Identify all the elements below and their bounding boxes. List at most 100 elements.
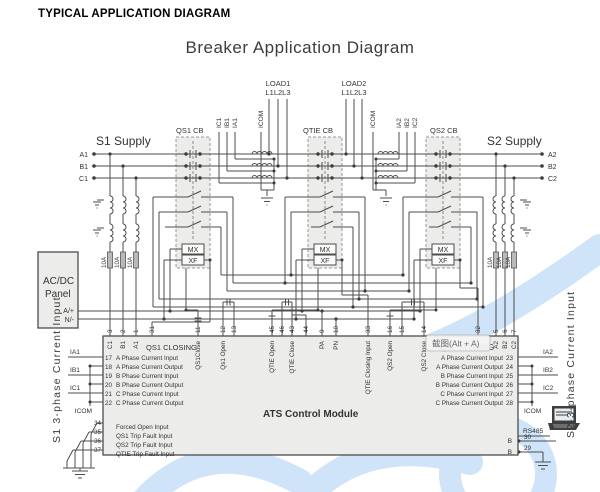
acdc-panel: AC/DC Panel A/+ N/- bbox=[37, 251, 79, 329]
svg-text:B Phase Current Output: B Phase Current Output bbox=[436, 382, 503, 389]
acdc-panel-line1: AC/DC bbox=[43, 276, 74, 287]
load2-name: LOAD2 bbox=[342, 79, 367, 88]
s2-supply-label: S2 Supply bbox=[487, 134, 542, 148]
qs2-mx-label: MX bbox=[438, 247, 449, 254]
load1-name: LOAD1 bbox=[266, 79, 291, 88]
svg-text:11: 11 bbox=[195, 326, 202, 333]
ext-icom-left-label: ICOM bbox=[75, 408, 92, 415]
ct-icom-right-label: ICOM bbox=[370, 111, 377, 128]
svg-text:B Phase Current Input: B Phase Current Input bbox=[116, 373, 179, 380]
svg-text:QTIE Open: QTIE Open bbox=[269, 341, 276, 373]
s2-phase-a-label: A2 bbox=[548, 152, 557, 159]
svg-text:B Phase Current Output: B Phase Current Output bbox=[116, 382, 183, 389]
svg-text:28: 28 bbox=[506, 400, 514, 407]
ct-left: IC1 IB1 IA1 ICOM bbox=[216, 111, 276, 206]
fuse-rating: 10A bbox=[114, 256, 121, 268]
svg-text:2: 2 bbox=[120, 329, 127, 333]
ct-ia2-label: IA2 bbox=[396, 118, 403, 128]
svg-text:QS1Close: QS1Close bbox=[195, 341, 202, 370]
svg-text:33: 33 bbox=[365, 325, 372, 333]
breaker-qtie-label: QTIE CB bbox=[303, 126, 333, 135]
ext-ia1-label: IA1 bbox=[70, 349, 80, 356]
svg-text:C2: C2 bbox=[511, 341, 518, 350]
ct-ia1-label: IA1 bbox=[232, 118, 239, 128]
svg-text:C Phase Current Input: C Phase Current Input bbox=[440, 391, 503, 398]
svg-text:C Phase Current Output: C Phase Current Output bbox=[435, 400, 503, 407]
svg-text:B1: B1 bbox=[120, 341, 127, 349]
terminal-29-number: 29 bbox=[524, 445, 532, 452]
svg-text:QTIE Trip Fault Input: QTIE Trip Fault Input bbox=[116, 451, 175, 458]
header: TYPICAL APPLICATION DIAGRAM Breaker Appl… bbox=[38, 8, 414, 57]
svg-text:C Phase Current Input: C Phase Current Input bbox=[116, 391, 179, 398]
svg-text:24: 24 bbox=[506, 364, 514, 371]
svg-text:16: 16 bbox=[387, 325, 394, 333]
svg-text:14: 14 bbox=[421, 325, 428, 333]
ats-module: ATS Control Module QS1 CLOSING QS2 CLOSI… bbox=[94, 325, 519, 458]
fuse-rating: 10A bbox=[101, 256, 108, 268]
ext-left-wiring: IA1 IB1 IC1 ICOM bbox=[63, 349, 103, 479]
svg-text:QTIE Close: QTIE Close bbox=[289, 341, 296, 374]
svg-text:6: 6 bbox=[502, 329, 509, 333]
svg-text:B: B bbox=[508, 438, 513, 445]
load1-lines: L1L2L3 bbox=[265, 88, 290, 97]
ext-icom-right-label: ICOM bbox=[524, 408, 541, 415]
svg-text:32: 32 bbox=[475, 325, 482, 333]
svg-text:27: 27 bbox=[506, 391, 514, 398]
svg-text:QS1 Trip Fault Input: QS1 Trip Fault Input bbox=[116, 433, 173, 440]
svg-text:B: B bbox=[508, 449, 513, 456]
svg-text:QS2 Trip Fault Input: QS2 Trip Fault Input bbox=[116, 442, 173, 449]
svg-text:19: 19 bbox=[105, 373, 113, 380]
ext-ic2-label: IC2 bbox=[543, 385, 554, 392]
ext-ib1-label: IB1 bbox=[70, 367, 80, 374]
svg-text:A1: A1 bbox=[133, 341, 140, 349]
fuse-rating: 10A bbox=[127, 256, 134, 268]
laptop-icon bbox=[548, 406, 580, 430]
svg-text:QS2 Open: QS2 Open bbox=[387, 341, 394, 371]
svg-text:46: 46 bbox=[279, 325, 286, 333]
s1-supply-label: S1 Supply bbox=[96, 134, 151, 148]
load2-lines: L1L2L3 bbox=[341, 88, 366, 97]
svg-text:QTIE Closing Input: QTIE Closing Input bbox=[365, 341, 372, 394]
ats-comm-terminals: B B bbox=[508, 438, 513, 456]
loads: LOAD1 L1L2L3 LOAD2 L1L2L3 bbox=[265, 79, 367, 180]
fuse-rating: 10A bbox=[496, 256, 503, 268]
ct-ic2-label: IC2 bbox=[412, 117, 419, 128]
ext-ib2-label: IB2 bbox=[543, 367, 553, 374]
qs2-xf-label: XF bbox=[439, 258, 448, 265]
qs1-mx-label: MX bbox=[188, 247, 199, 254]
s2-phase-b-label: B2 bbox=[548, 164, 557, 171]
svg-text:A Phase Current Output: A Phase Current Output bbox=[116, 364, 183, 371]
svg-text:Forced Open Input: Forced Open Input bbox=[116, 424, 169, 431]
svg-text:31: 31 bbox=[149, 325, 156, 333]
svg-text:A Phase Current Output: A Phase Current Output bbox=[436, 364, 503, 371]
mx-xf-coils: MX XF MX XF MX XF bbox=[181, 243, 455, 266]
s2-current-input-side-label: S2-3-phase Current Input bbox=[565, 291, 577, 438]
fuse-icons-s1: 10A 10A 10A bbox=[101, 251, 139, 269]
qs1-closing-label: QS1 CLOSING bbox=[146, 343, 197, 352]
svg-text:A Phase Current Input: A Phase Current Input bbox=[441, 355, 503, 362]
ext-ic1-label: IC1 bbox=[70, 385, 81, 392]
svg-text:PA: PA bbox=[319, 340, 326, 349]
ct-ib1-label: IB1 bbox=[224, 118, 231, 128]
fuse-icons-s2: 10A 10A 10A bbox=[487, 251, 517, 269]
doc-title: TYPICAL APPLICATION DIAGRAM bbox=[38, 8, 230, 20]
svg-text:9: 9 bbox=[319, 329, 326, 333]
control-wiring bbox=[78, 197, 485, 336]
ext-right-wiring: IA2 IB2 IC2 ICOM RS485 30 29 bbox=[517, 349, 580, 470]
svg-text:7: 7 bbox=[511, 329, 518, 333]
svg-text:23: 23 bbox=[506, 355, 514, 362]
svg-text:12: 12 bbox=[220, 325, 227, 333]
qtie-mx-label: MX bbox=[320, 247, 331, 254]
svg-text:45: 45 bbox=[269, 325, 276, 333]
svg-text:15: 15 bbox=[399, 325, 406, 333]
svg-text:PN: PN bbox=[333, 341, 340, 350]
acdc-panel-line2: Panel bbox=[45, 289, 71, 300]
screenshot-tooltip: 截图(Alt + A) bbox=[425, 334, 491, 352]
svg-text:44: 44 bbox=[303, 325, 310, 333]
s1-current-input-side-label: S1 3-phase Current Input bbox=[51, 296, 63, 443]
svg-text:18: 18 bbox=[105, 364, 113, 371]
